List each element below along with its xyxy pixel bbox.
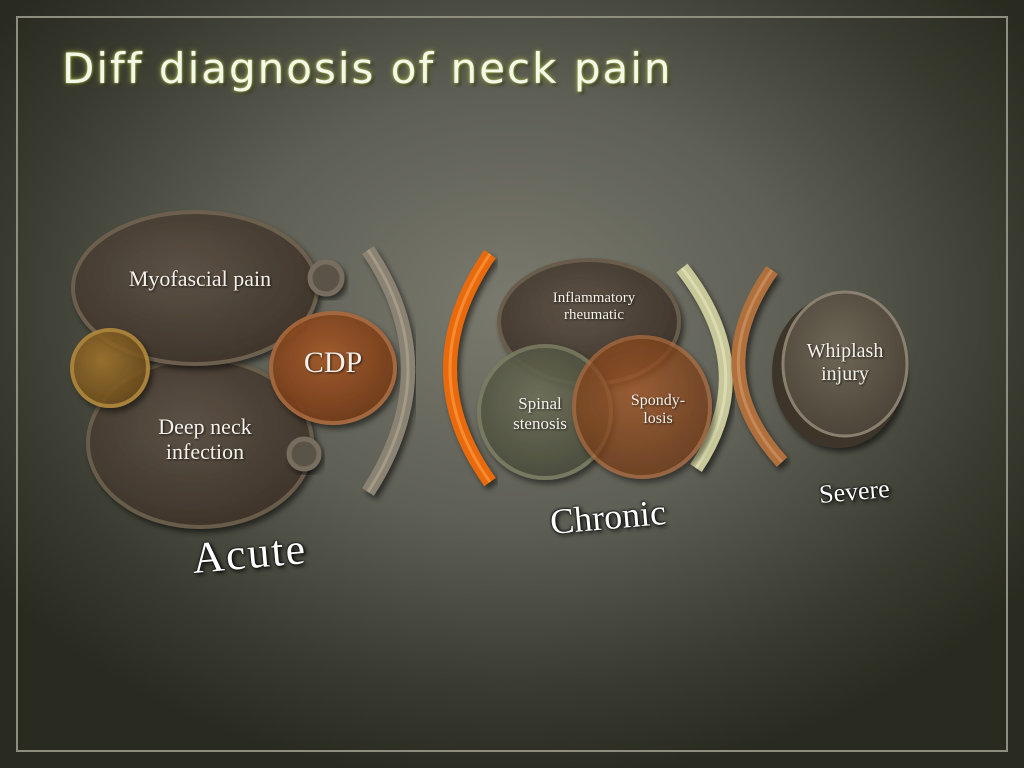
spondylosis-circle xyxy=(572,335,712,479)
myofascial-pain-label: Myofascial pain xyxy=(128,266,272,291)
cdp-label: CDP xyxy=(303,346,363,379)
gold-bubble-icon xyxy=(70,328,150,408)
small-ring-icon xyxy=(286,436,322,472)
severe-cluster xyxy=(772,290,909,448)
cdp-circle xyxy=(269,311,397,425)
severe-category-label: Severe xyxy=(817,473,891,510)
whiplash-injury-label: Whiplash injury xyxy=(806,340,884,385)
page-title: Diff diagnosis of neck pain xyxy=(62,44,673,93)
whiplash-injury-circle xyxy=(781,290,909,438)
inflammatory-rheumatic-label: Inflammatory rheumatic xyxy=(552,290,636,324)
spinal-stenosis-label: Spinal stenosis xyxy=(513,394,567,433)
chronic-cluster xyxy=(477,258,712,480)
acute-cluster xyxy=(70,210,397,529)
deep-neck-infection-label: Deep neck infection xyxy=(158,414,252,465)
small-ring-icon xyxy=(307,259,345,297)
acute-category-label: Acute xyxy=(190,524,309,583)
spondylosis-label: Spondy- losis xyxy=(630,392,686,428)
